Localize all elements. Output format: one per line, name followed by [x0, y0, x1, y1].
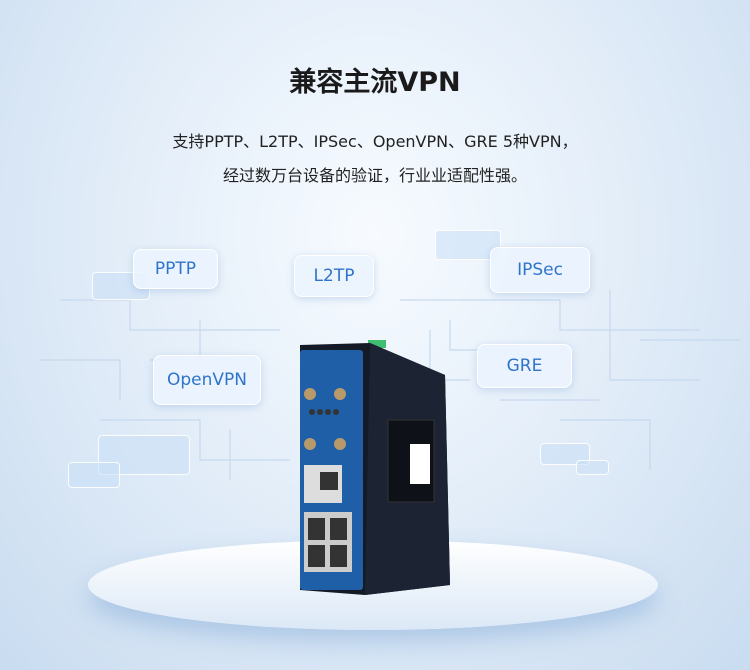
decor-box: [576, 460, 609, 475]
description-line-2: 经过数万台设备的验证，行业业适配性强。: [222, 166, 527, 185]
protocol-tag-ipsec: IPSec: [490, 247, 590, 293]
protocol-tag-openvpn: OpenVPN: [153, 355, 261, 405]
decor-box: [68, 462, 120, 488]
protocol-tag-l2tp: L2TP: [294, 255, 374, 297]
decor-box: [540, 443, 590, 465]
description-line-1: 支持PPTP、L2TP、IPSec、OpenVPN、GRE 5种VPN，: [172, 132, 578, 151]
page-title: 兼容主流VPN: [289, 67, 461, 98]
protocol-tag-pptp: PPTP: [133, 249, 218, 289]
vpn-router-image: [300, 340, 450, 595]
protocol-tag-gre: GRE: [477, 344, 572, 388]
